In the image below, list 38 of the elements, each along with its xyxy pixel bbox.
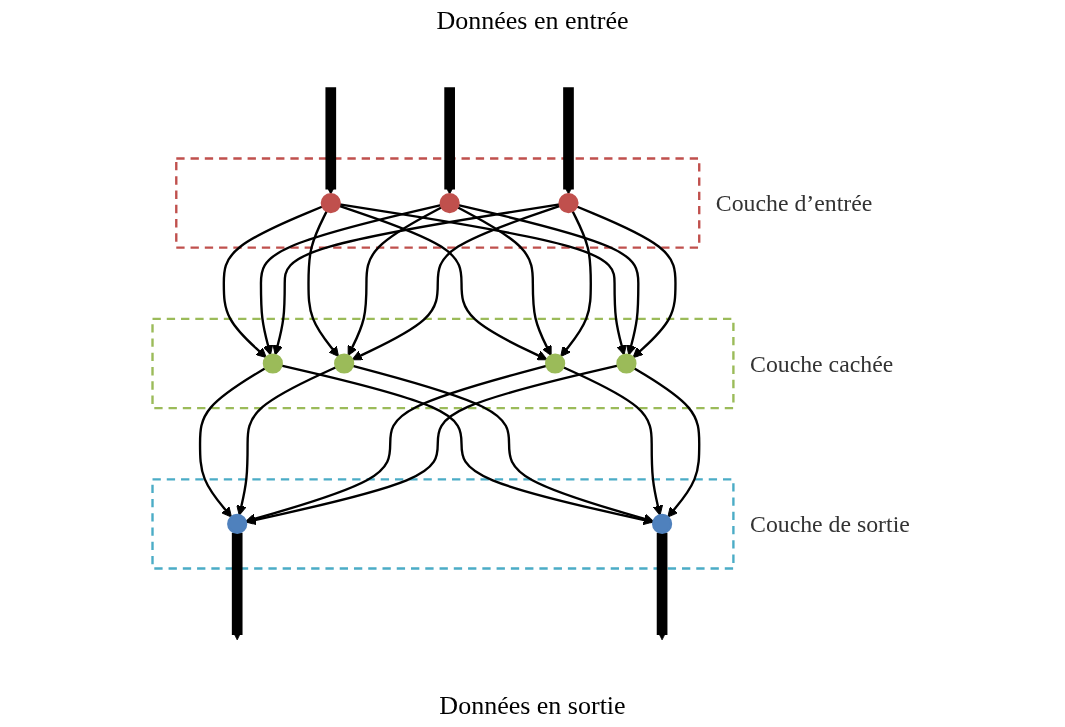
node-circle xyxy=(652,513,673,535)
node-circle xyxy=(227,513,248,535)
node-circle xyxy=(262,353,284,374)
arrow xyxy=(560,210,593,357)
arrow xyxy=(563,87,574,195)
arrow xyxy=(281,364,654,526)
node-circle xyxy=(334,353,355,374)
node-label: Couche d’entrée xyxy=(716,189,873,217)
node-circle xyxy=(558,192,579,214)
arrow xyxy=(339,203,627,356)
node-circle xyxy=(320,192,342,214)
arrow xyxy=(352,364,655,524)
node-circle xyxy=(616,353,637,374)
arrow xyxy=(656,532,668,641)
node-circle xyxy=(545,353,566,374)
arrow xyxy=(457,206,552,356)
cluster xyxy=(151,317,735,410)
arrow xyxy=(458,203,640,356)
arrow xyxy=(307,210,340,357)
arrow xyxy=(245,364,619,526)
arrow xyxy=(576,205,677,358)
caption: Données en sortie xyxy=(439,691,626,721)
arrow xyxy=(562,366,664,516)
cluster xyxy=(175,157,701,249)
node-label: Couche cachée xyxy=(750,350,894,377)
node-label: Couche de sortie xyxy=(750,510,910,538)
cluster xyxy=(151,478,735,570)
arrow xyxy=(325,87,337,195)
arrow xyxy=(259,203,442,356)
arrow xyxy=(633,367,701,518)
arrow xyxy=(199,367,267,518)
arrow xyxy=(232,532,243,641)
node-circle xyxy=(439,192,460,214)
arrow xyxy=(222,205,324,358)
arrow xyxy=(347,206,443,356)
title: Données en entrée xyxy=(436,6,629,36)
arrow xyxy=(236,366,337,516)
arrow xyxy=(444,87,456,195)
